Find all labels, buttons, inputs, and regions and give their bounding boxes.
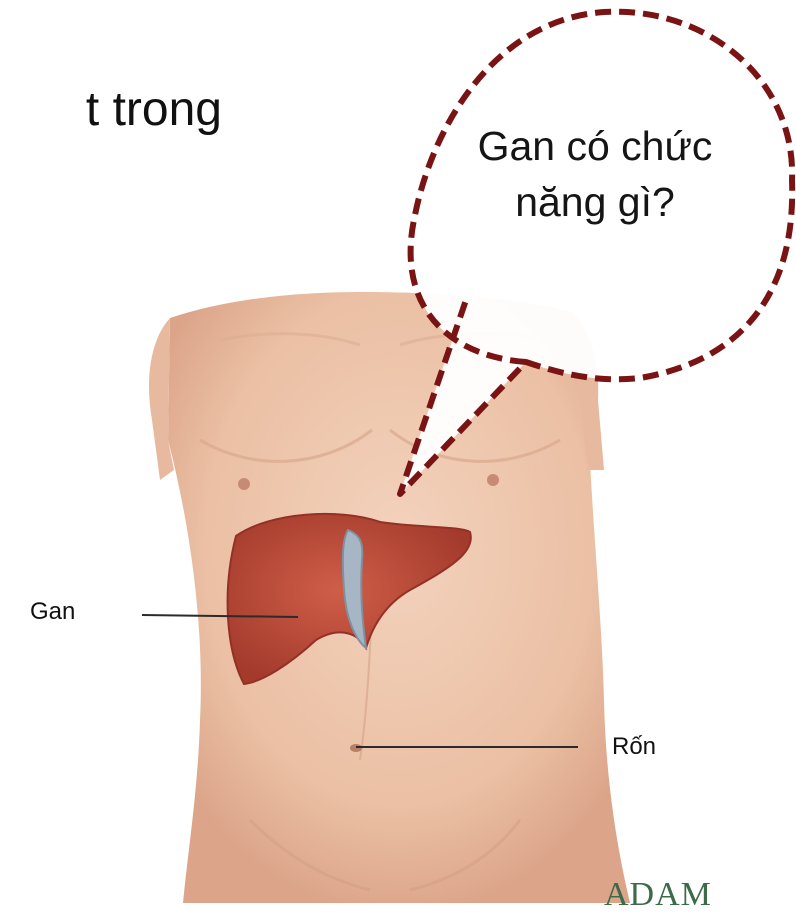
right-nipple <box>487 474 499 486</box>
left-nipple <box>238 478 250 490</box>
bubble-question: Gan có chức năng gì? <box>470 118 720 230</box>
adam-watermark-logo: ADAM <box>604 876 712 914</box>
label-navel: Rốn <box>612 733 656 761</box>
label-liver: Gan <box>30 598 75 626</box>
